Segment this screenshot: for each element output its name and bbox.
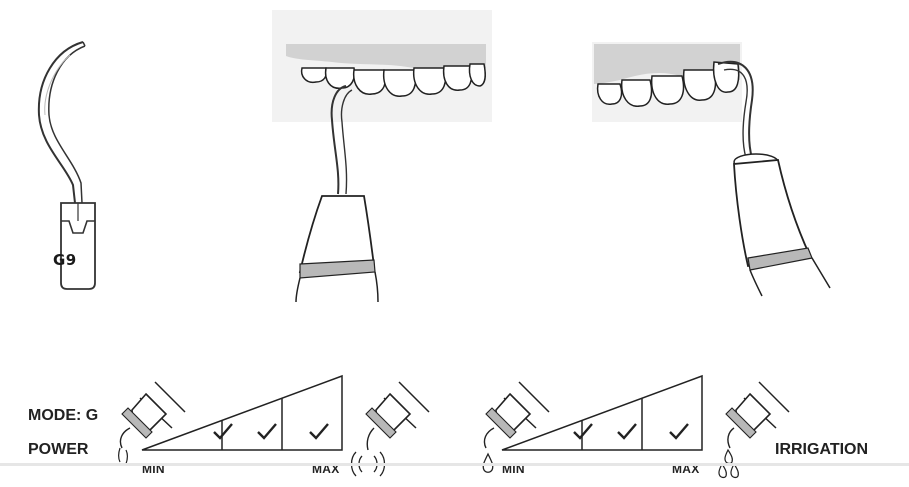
tip-illustration: G9	[25, 35, 115, 290]
tip-code: G9	[53, 251, 77, 269]
irrigation-level-scale	[500, 374, 710, 454]
handpiece-vibration-icon	[344, 378, 434, 478]
checkmark-icon	[213, 423, 233, 440]
checkmark-icon	[573, 423, 593, 440]
checkmark-icon	[669, 423, 689, 440]
teeth-with-tip-scene-center	[272, 10, 502, 310]
power-label: POWER	[28, 441, 89, 458]
water-drop-icon	[718, 448, 739, 479]
handpiece-min-irrigation-icon	[474, 378, 554, 473]
power-level-scale	[140, 374, 350, 454]
bottom-divider	[0, 463, 909, 466]
checkmark-icon	[617, 423, 637, 440]
handpiece-max-irrigation-icon	[714, 378, 794, 483]
mode-label: MODE: G	[28, 407, 99, 424]
irrigation-label: IRRIGATION	[775, 441, 869, 458]
teeth-with-tip-scene-right	[590, 40, 850, 300]
handpiece-min-power-icon	[110, 378, 190, 473]
checkmark-icon	[257, 423, 277, 440]
checkmark-icon	[309, 423, 329, 440]
